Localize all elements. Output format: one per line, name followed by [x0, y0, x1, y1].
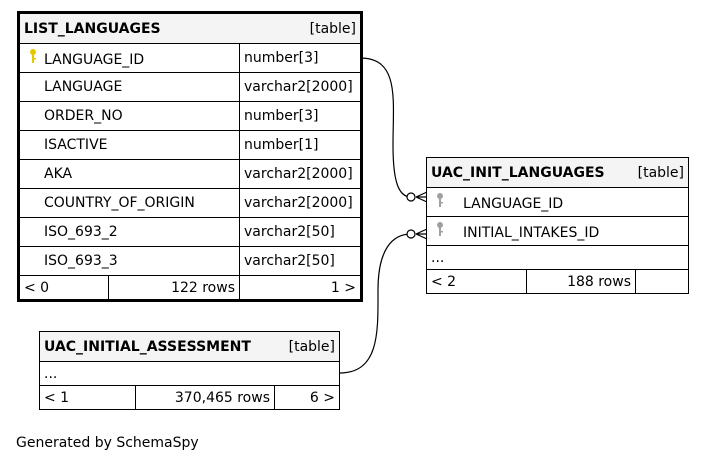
- connector-end-circle-assessment: [406, 229, 416, 239]
- column-type: varchar2[2000]: [238, 188, 363, 218]
- ellipsis: ...: [425, 245, 690, 270]
- column-row: INITIAL_INTAKES_ID: [425, 216, 690, 246]
- column-type: varchar2[50]: [238, 217, 363, 247]
- table-uac-init-languages: UAC_INIT_LANGUAGES [table] LANGUAGE_ID I…: [425, 157, 690, 294]
- connector-crowfoot-assessment: [415, 228, 428, 240]
- table-kind: [table]: [309, 20, 357, 37]
- column-row: ISO_693_3 varchar2[50]: [18, 246, 363, 276]
- column-name: ISACTIVE: [44, 137, 108, 153]
- column-name: COUNTRY_OF_ORIGIN: [44, 195, 195, 211]
- column-name: ORDER_NO: [44, 108, 123, 124]
- row-count: 188 rows: [526, 269, 636, 294]
- column-row: ISACTIVE number[1]: [18, 130, 363, 160]
- column-type: number[3]: [238, 43, 363, 73]
- column-row: AKA varchar2[2000]: [18, 159, 363, 189]
- connector-crowfoot-language: [415, 191, 428, 203]
- parents-count: < 1: [39, 385, 136, 410]
- column-name: LANGUAGE_ID: [463, 196, 564, 212]
- row-count: 370,465 rows: [135, 385, 275, 410]
- column-row: LANGUAGE_ID number[3]: [18, 43, 363, 73]
- column-name: LANGUAGE: [44, 79, 123, 95]
- connector-language-id: [359, 57, 412, 198]
- connector-initial-assessment: [339, 233, 412, 374]
- children-count: [634, 269, 690, 294]
- table-kind: [table]: [288, 338, 336, 355]
- children-count: 6 >: [273, 385, 341, 410]
- primary-key-icon: [24, 48, 42, 68]
- row-count: 122 rows: [108, 275, 240, 301]
- table-kind: [table]: [637, 164, 685, 181]
- table-header: UAC_INITIAL_ASSESSMENT [table]: [38, 331, 341, 362]
- column-name: INITIAL_INTAKES_ID: [463, 225, 600, 241]
- column-row: COUNTRY_OF_ORIGIN varchar2[2000]: [18, 188, 363, 218]
- column-row: ISO_693_2 varchar2[50]: [18, 217, 363, 247]
- column-row: ORDER_NO number[3]: [18, 101, 363, 131]
- ellipsis-row: ...: [38, 361, 341, 386]
- table-name: UAC_INITIAL_ASSESSMENT: [44, 338, 251, 355]
- table-list-languages: LIST_LANGUAGES [table] LANGUAGE_ID numbe…: [17, 11, 364, 302]
- ellipsis-row: ...: [425, 245, 690, 270]
- column-row: LANGUAGE varchar2[2000]: [18, 72, 363, 102]
- connector-end-circle-language: [406, 192, 416, 202]
- column-row: LANGUAGE_ID: [425, 187, 690, 217]
- generated-by-caption: Generated by SchemaSpy: [16, 435, 199, 451]
- column-type: number[3]: [238, 101, 363, 131]
- table-header: UAC_INIT_LANGUAGES [table]: [425, 157, 690, 188]
- table-header: LIST_LANGUAGES [table]: [17, 12, 363, 44]
- column-type: number[1]: [238, 130, 363, 160]
- foreign-key-icon: [431, 221, 449, 241]
- table-name: UAC_INIT_LANGUAGES: [431, 164, 605, 181]
- table-footer: < 2 188 rows: [426, 269, 690, 294]
- parents-count: < 0: [18, 275, 109, 301]
- column-type: varchar2[2000]: [238, 159, 363, 189]
- column-name: AKA: [44, 166, 73, 182]
- table-footer: < 0 122 rows 1 >: [18, 275, 363, 301]
- parents-count: < 2: [426, 269, 527, 294]
- ellipsis: ...: [38, 361, 341, 386]
- foreign-key-icon: [431, 192, 449, 212]
- table-uac-initial-assessment: UAC_INITIAL_ASSESSMENT [table] ... < 1 3…: [38, 331, 341, 410]
- column-type: varchar2[2000]: [238, 72, 363, 102]
- column-name: ISO_693_3: [44, 253, 118, 269]
- column-name: LANGUAGE_ID: [44, 52, 145, 68]
- table-footer: < 1 370,465 rows 6 >: [39, 385, 341, 410]
- column-name: ISO_693_2: [44, 224, 118, 240]
- table-name: LIST_LANGUAGES: [24, 20, 161, 37]
- column-type: varchar2[50]: [238, 246, 363, 276]
- children-count: 1 >: [238, 275, 363, 301]
